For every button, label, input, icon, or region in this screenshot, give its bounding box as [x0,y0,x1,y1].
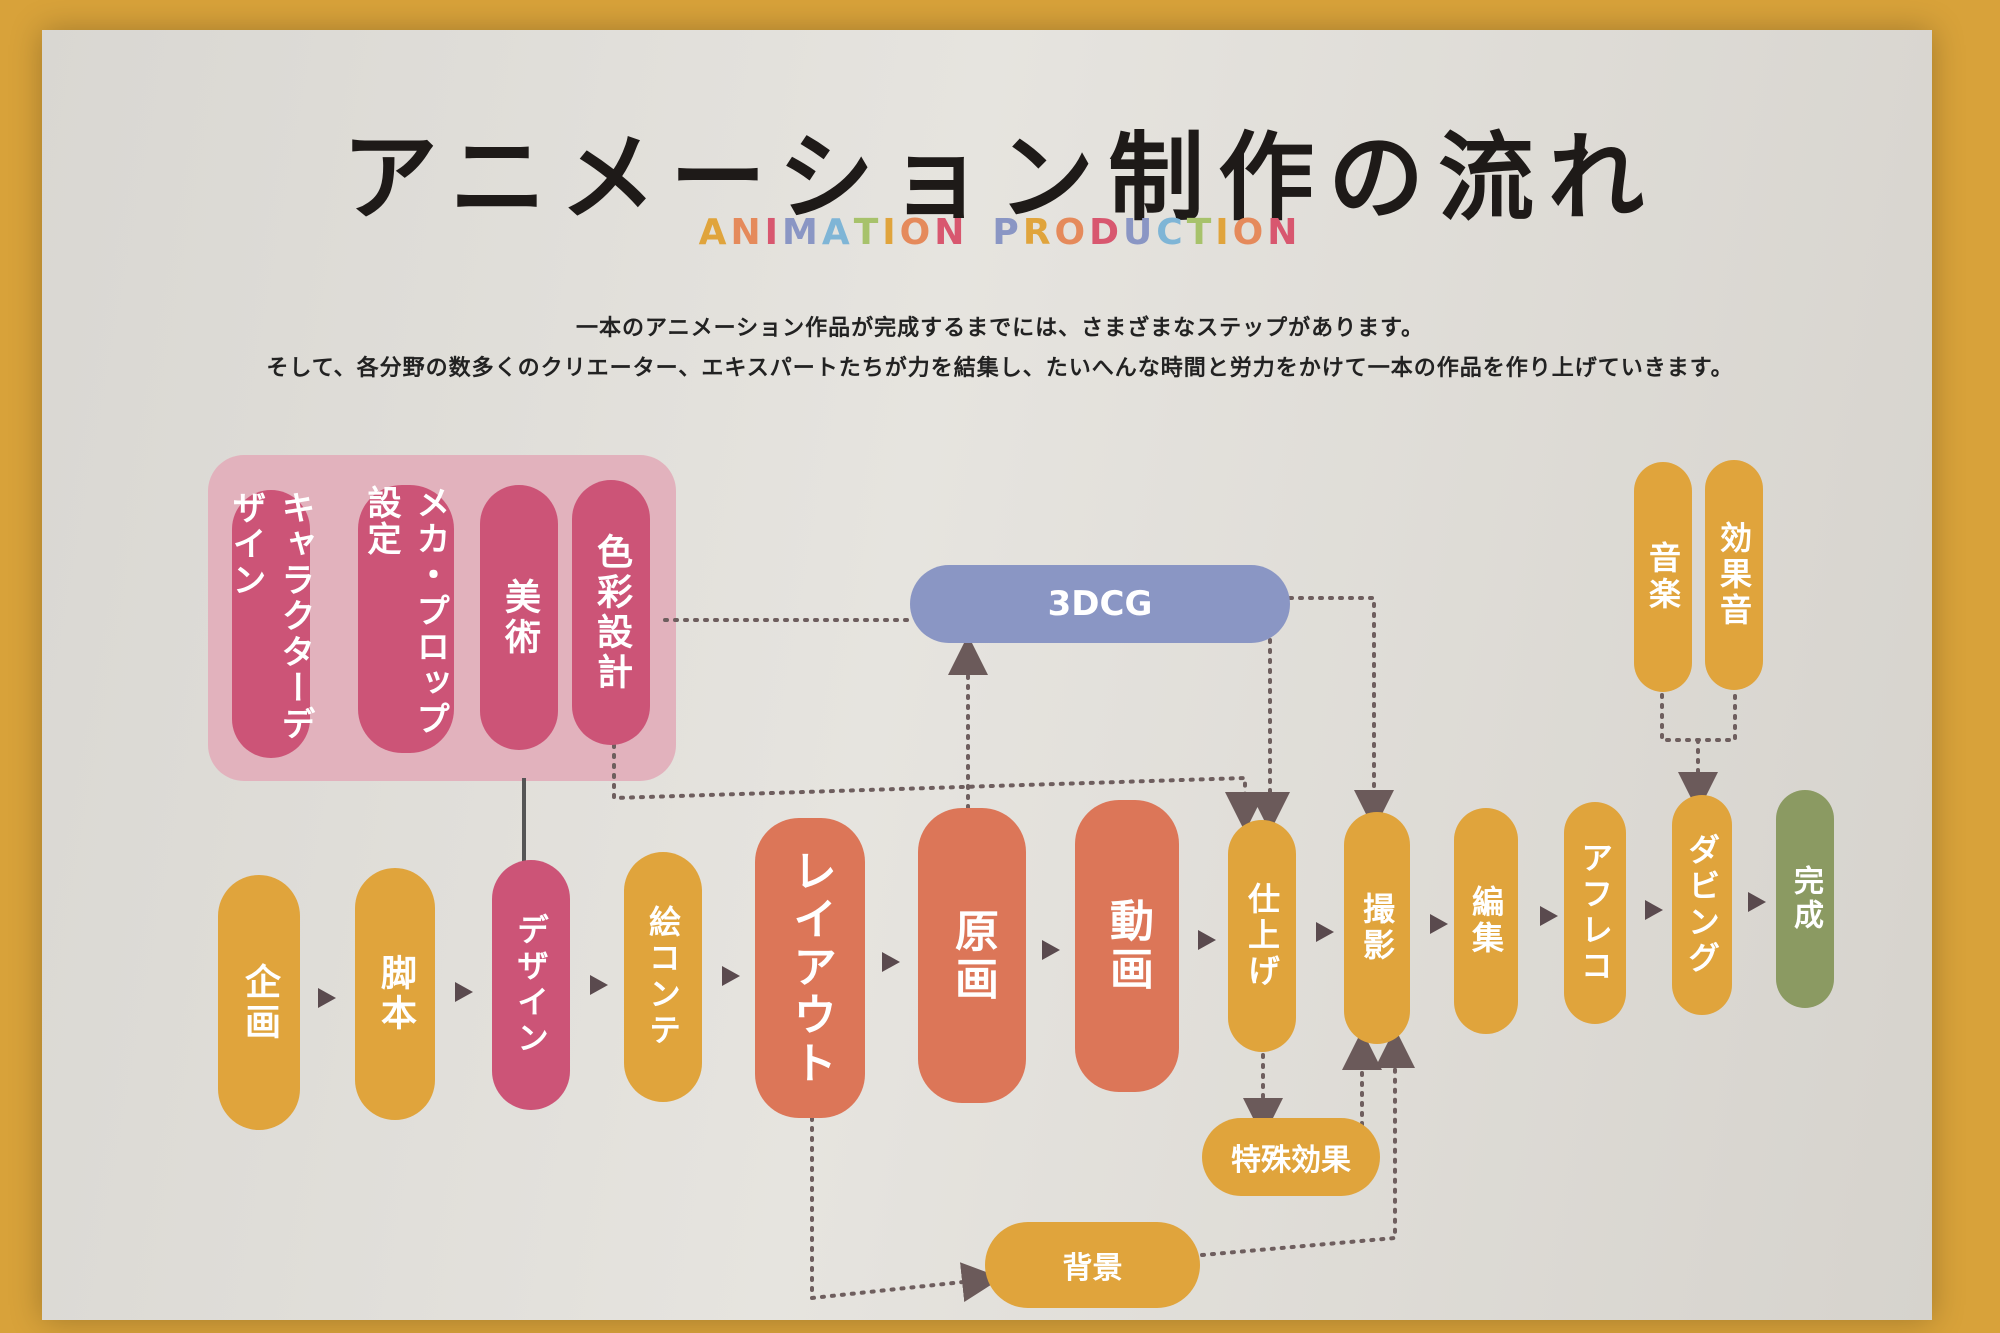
step-satsuei: 撮影 [1344,812,1410,1044]
subtitle-letter: N [934,212,969,253]
step-douga: 動画 [1075,800,1179,1092]
connector-haikei-to-satsuei [1200,1028,1415,1257]
subtitle-letter: U [1123,212,1157,253]
step-kikaku: 企画 [218,875,300,1130]
arrow-11 [1645,900,1663,920]
subtitle-letter: T [853,212,883,253]
intro-line-2: そして、各分野の数多くのクリエーター、エキスパートたちが力を結集し、たいへんな時… [266,356,1734,381]
arrow-8 [1316,922,1334,942]
connector-layout-to-haikei [810,1116,1002,1302]
step-haikei: 背景 [985,1222,1200,1308]
step-tokushu-kouka: 特殊効果 [1202,1118,1380,1196]
intro-line-1: 一本のアニメーション作品が完成するまでには、さまざまなステップがあります。 [576,316,1424,341]
subtitle-letter: O [1232,212,1268,253]
step-ekonte: 絵コンテ [624,852,702,1102]
subtitle-letter: A [821,212,854,253]
subtitle-letter: N [1267,212,1302,253]
subtitle-letter: A [698,212,731,253]
arrow-2 [455,982,473,1002]
step-afureko: アフレコ [1564,802,1626,1024]
step-genga: 原画 [918,808,1026,1103]
step-kyakuhon: 脚本 [355,868,435,1120]
step-mecha-prop: メカ・プロップ設定 [358,485,454,753]
connector-cg-to-satsuei [1288,596,1394,830]
arrow-1 [318,988,336,1008]
subtitle-letter: P [992,212,1023,253]
subtitle-letter: O [1054,212,1090,253]
arrow-12 [1748,892,1766,912]
subtitle-letter: C [1156,212,1187,253]
arrow-5 [882,952,900,972]
step-ongaku: 音楽 [1634,462,1692,692]
subtitle-letter: T [1186,212,1216,253]
subtitle-letter: N [730,212,765,253]
step-shiage: 仕上げ [1228,820,1296,1052]
subtitle-letter: D [1089,212,1124,253]
subtitle-letter: I [764,212,782,253]
step-dubbing: ダビング [1672,795,1732,1015]
step-henshu: 編集 [1454,808,1518,1034]
arrow-4 [722,966,740,986]
arrow-3 [590,975,608,995]
step-kansei: 完成 [1776,790,1834,1008]
arrow-6 [1042,940,1060,960]
arrow-9 [1430,914,1448,934]
step-character-design: キャラクターデザイン [226,490,315,758]
connector-shikisai-to-shiage [612,743,1265,832]
page-subtitle: ANIMATION PRODUCTION [0,212,2000,253]
page-title: アニメーション制作の流れ [341,122,1659,234]
subtitle-letter: R [1022,212,1055,253]
arrow-10 [1540,906,1558,926]
subtitle-letter: I [882,212,900,253]
step-layout: レイアウト [755,818,865,1118]
step-3dcg: 3DCG [910,565,1290,643]
step-koukaon: 効果音 [1705,460,1763,690]
arrow-7 [1198,930,1216,950]
subtitle-letter: I [1215,212,1233,253]
subtitle-letter: M [782,212,822,253]
connector-sound-to-dubbing [1660,693,1737,792]
step-bijutsu: 美術 [480,485,558,750]
step-shikisai: 色彩設計 [572,480,650,745]
subtitle-letter: O [899,212,935,253]
step-design: デザイン [492,860,570,1110]
